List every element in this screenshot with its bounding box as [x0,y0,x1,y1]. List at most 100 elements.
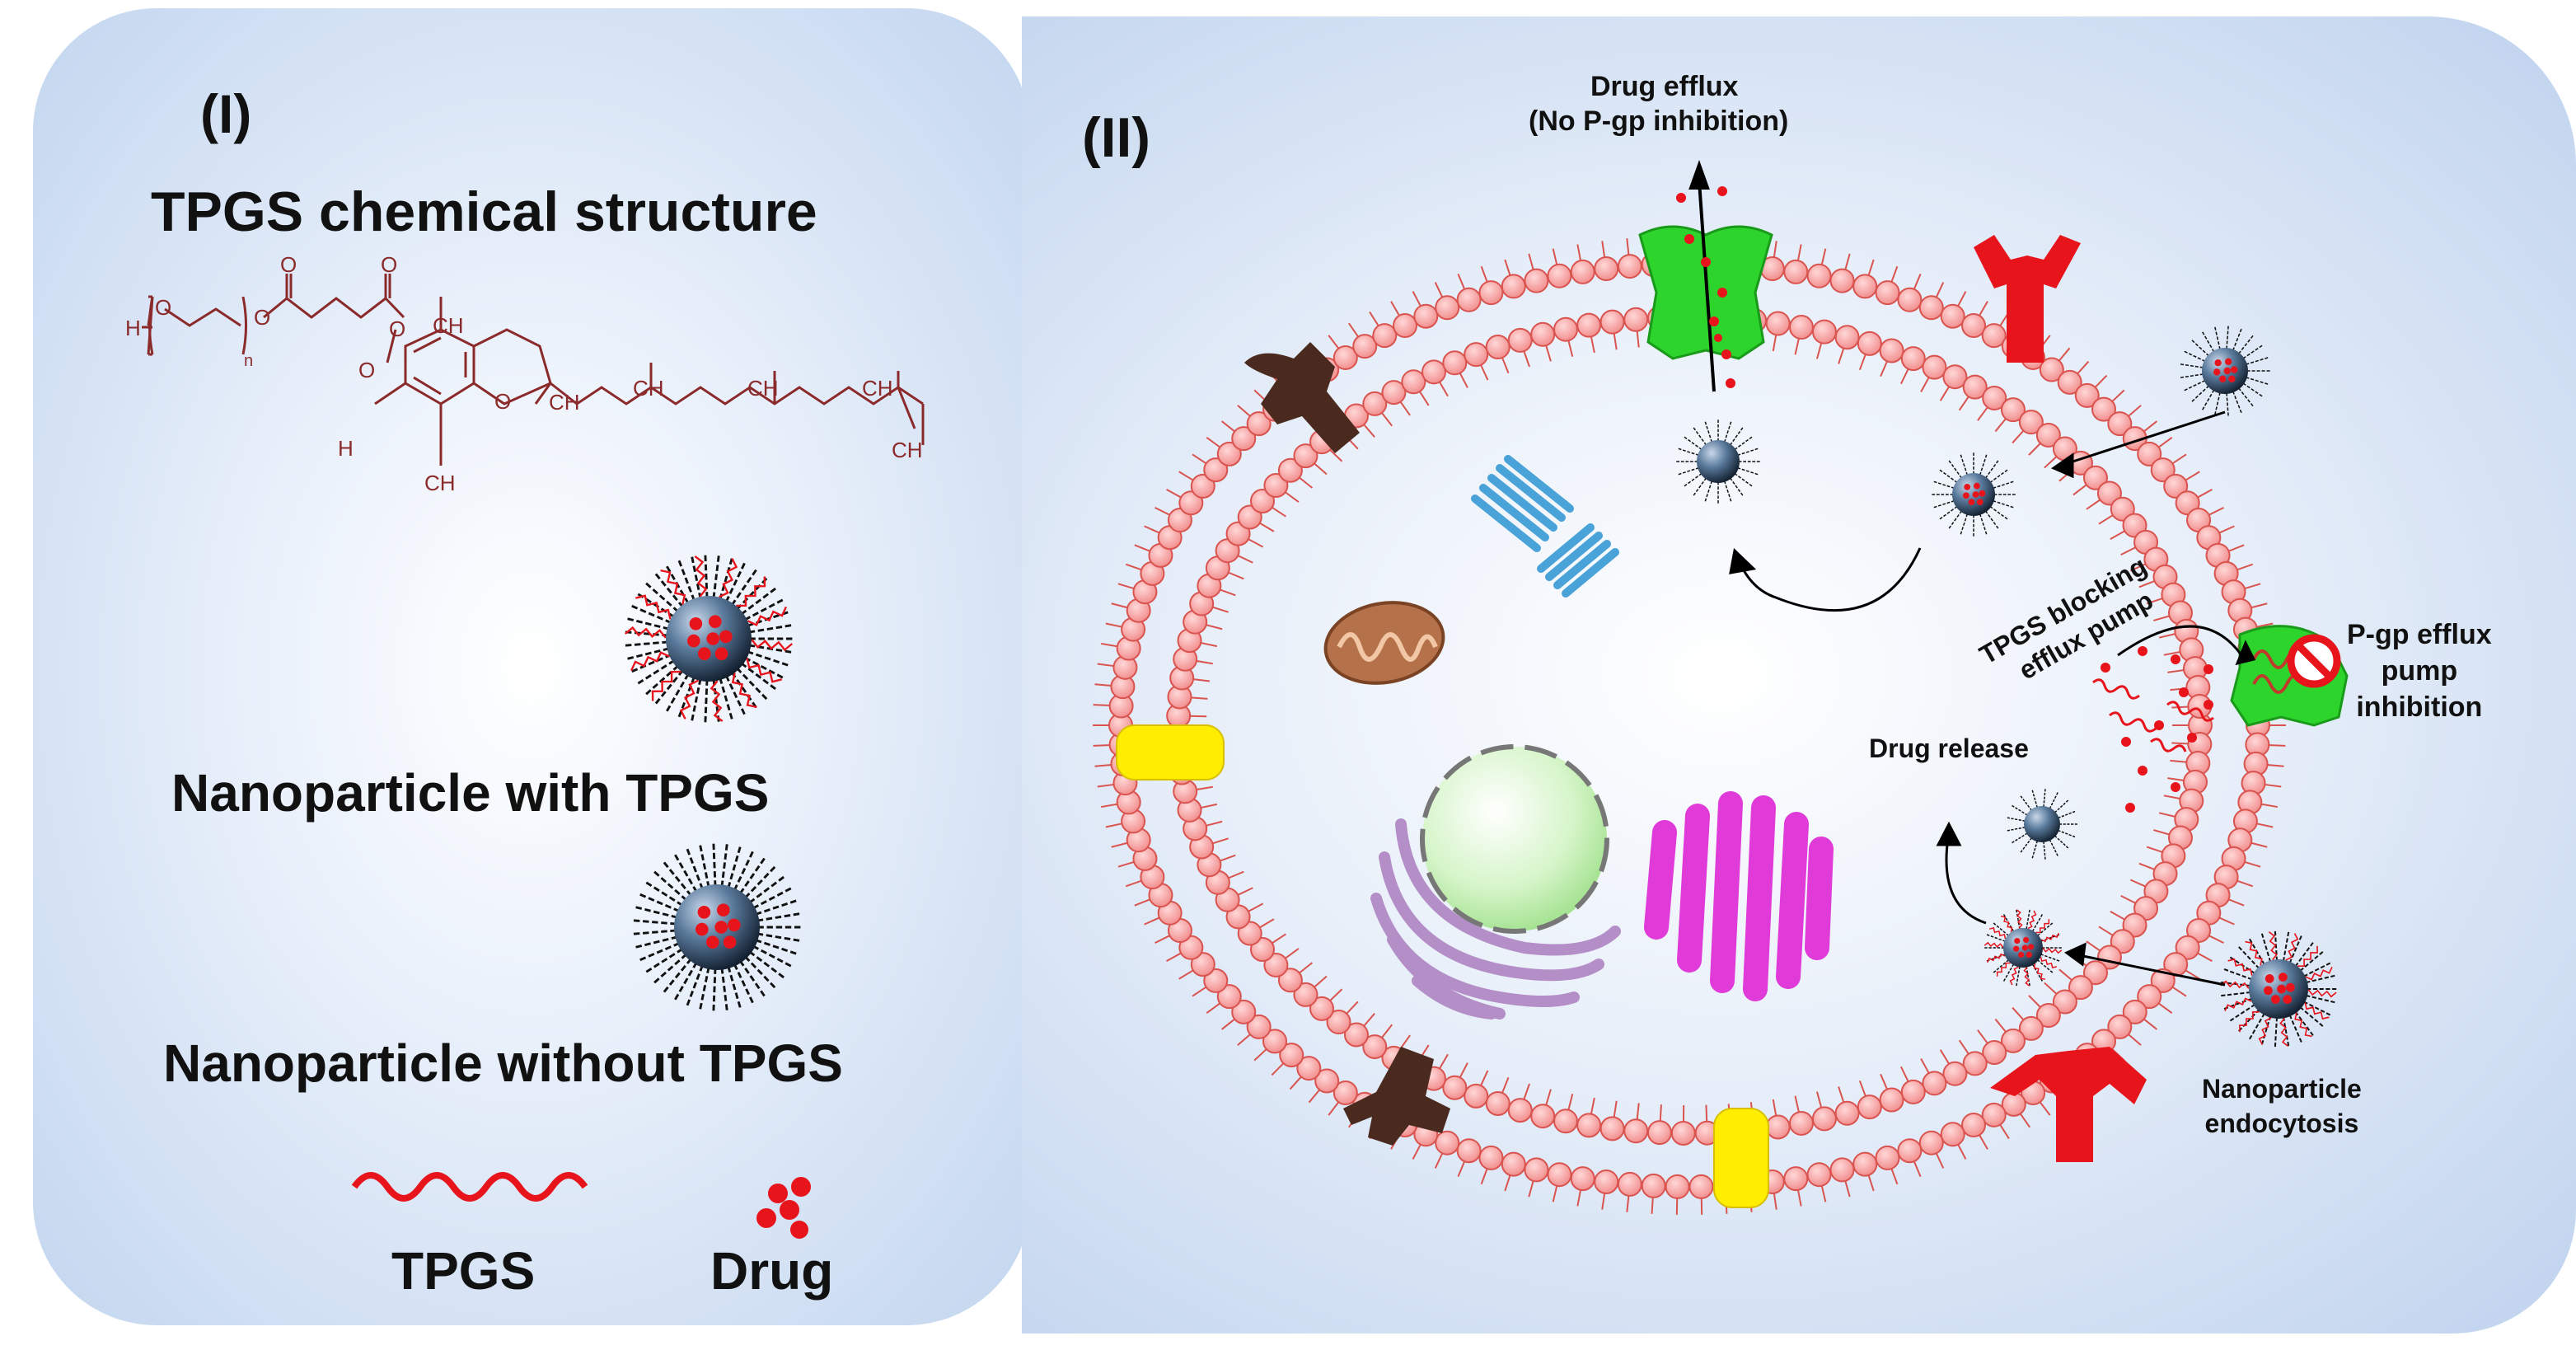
lipid-tail [1283,948,1300,960]
lipid-head [2057,369,2082,395]
lipid-head [2110,929,2135,954]
lipid-tail [2058,968,2074,982]
lipid-tail [2207,934,2224,945]
lipid-head [1524,268,1549,293]
lipid-tail [1226,870,1244,880]
lipid-tail [1308,1088,1322,1104]
np-internalized-top [1931,452,2016,537]
lipid-tail [1994,1018,2008,1034]
lipid-head [1962,1051,1988,1076]
lipid-tail [1178,471,1196,482]
lipid-head [1309,996,1335,1021]
lipid-head [1783,259,1809,284]
lipid-tail [2075,360,2090,376]
lipid-head [1167,508,1192,533]
lipid-tail [1977,1029,1989,1046]
lipid-tail [2167,777,2186,782]
struct-ch3-bottom: CH [424,471,456,495]
pgp-inhibition-label: P-gp efflux pump inhibition [2347,616,2492,725]
lipid-tail [2153,614,2171,621]
lipid-head [1464,1083,1489,1109]
lipid-head [1879,338,1904,363]
lipid-tail [2110,910,2127,921]
lipid-head [1296,1056,1322,1081]
lipid-head [1857,1095,1882,1120]
lipid-tail [1206,437,1222,449]
lipid-tail [1880,1073,1889,1091]
lipid-tail [1899,1066,1910,1084]
lipid-head [2082,465,2108,490]
np-with-tpgs-label: Nanoparticle with TPGS [171,763,770,823]
lipid-head [2000,397,2026,423]
lipid-head [2091,396,2116,422]
lipid-tail [1289,1075,1304,1090]
lipid-head [1362,391,1388,416]
lipid-tail [1544,344,1552,362]
efflux-drug-dots [1676,186,1735,388]
lipid-tail [1258,918,1275,930]
lipid-head [1982,1040,2007,1066]
lipid-tail [2249,602,2268,609]
lipid-tail [2126,405,2142,419]
lipid-tail [1218,588,1236,597]
lipid-tail [1978,301,1988,318]
lipid-head [1875,280,1900,306]
lipid-tail [1552,1184,1558,1202]
lipid-tail [2146,597,2165,605]
lipid-tail [1125,563,1144,571]
lipid-tail [1998,1123,2010,1140]
lipid-head [1203,968,1229,993]
np-outside-top [2179,325,2271,417]
lipid-tail [1253,1047,1268,1062]
lipid-tail [1590,1097,1595,1116]
lipid-tail [1271,1061,1286,1076]
lipid-head [1435,1130,1460,1155]
lipid-head [1507,1098,1533,1123]
lipid-tail [1820,1184,1827,1202]
lipid-tail [2183,471,2200,482]
lipid-head [1811,319,1837,345]
lipid-tail [1843,253,1851,272]
centriole-icon [1471,455,1619,598]
lipid-tail [2255,822,2274,828]
lipid-head [1263,952,1289,977]
lipid-tail [1590,335,1595,354]
lipid-head [1981,1102,2007,1127]
lipid-head [2175,935,2200,960]
lipid-tail [2255,622,2274,629]
lipid-tail [1866,259,1875,278]
lipid-tail [1636,1103,1640,1122]
panel-tpgs-structure [33,8,1030,1325]
pgp-line-1: P-gp efflux [2347,619,2492,650]
np-after-release [2006,788,2078,860]
lipid-tail [1204,820,1223,827]
lipid-tail [1899,367,1910,385]
lipid-tail [2195,951,2213,963]
lipid-tail [1613,1100,1618,1119]
lipid-tail [1379,1024,1393,1040]
lipid-tail [2038,1100,2051,1116]
lipid-tail [1236,887,1253,897]
lipid-tail [2073,483,2089,496]
struct-ch3-chain1: CH [633,376,664,401]
lipid-tail [1794,336,1801,355]
lipid-tail [2158,632,2177,639]
legend-tpgs-label: TPGS [391,1241,536,1301]
cycle-arrows [1729,410,2256,987]
lipid-tail [1258,521,1275,532]
lipid-head [1530,321,1556,347]
lipid-tail [1093,743,1112,747]
lipid-tail [2265,763,2284,767]
lipid-tail [1206,1001,1222,1014]
lipid-head [1293,982,1318,1007]
struct-ch3-end: CH [892,438,923,462]
lipid-tail [1218,854,1236,863]
lipid-tail [2138,579,2157,588]
lipid-tail [1100,642,1119,648]
lipid-head [1942,1061,1968,1086]
lipid-head [1279,1043,1304,1068]
lipid-head [1942,364,1968,390]
np-without-tpgs-graphic [631,841,803,1013]
